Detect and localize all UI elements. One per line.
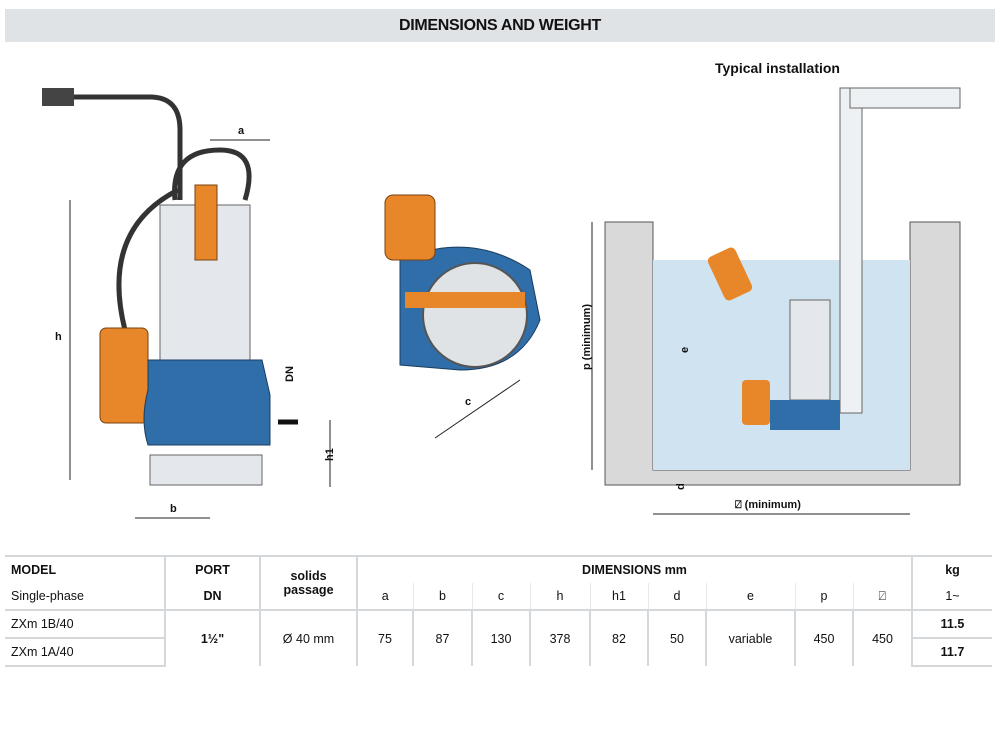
dim-p: 450 bbox=[794, 609, 853, 666]
dim-h1: 82 bbox=[589, 609, 648, 666]
kg-cell: 11.7 bbox=[911, 637, 992, 667]
label-d: d bbox=[675, 483, 687, 490]
label-dn: DN bbox=[284, 366, 296, 382]
col-h: h bbox=[529, 583, 590, 610]
solids-cell: Ø 40 mm bbox=[259, 609, 357, 666]
port-cell: 1½" bbox=[164, 609, 260, 666]
header-model-sub: Single-phase bbox=[11, 589, 84, 603]
dim-e: variable bbox=[705, 609, 795, 666]
header-port-sub: DN bbox=[164, 583, 260, 610]
model-cell: ZXm 1A/40 bbox=[5, 637, 165, 667]
dim-d: 50 bbox=[647, 609, 706, 666]
label-h1: h1 bbox=[324, 448, 336, 461]
header-kg-sub: 1~ bbox=[911, 583, 992, 610]
dim-b: 87 bbox=[412, 609, 472, 666]
label-p: p (minimum) bbox=[581, 304, 593, 370]
label-a: a bbox=[238, 125, 245, 137]
label-h: h bbox=[55, 331, 62, 343]
installation-view: p (minimum) e d ⍁ (minimum) bbox=[581, 87, 961, 515]
dim-c: 130 bbox=[471, 609, 530, 666]
header-kg: kg bbox=[911, 555, 992, 583]
label-c: c bbox=[465, 396, 471, 408]
col-b: b bbox=[412, 583, 472, 610]
dim-square: 450 bbox=[852, 609, 912, 666]
col-a: a bbox=[356, 583, 413, 610]
installation-title: Typical installation bbox=[715, 60, 840, 76]
col-p: p bbox=[794, 583, 853, 610]
col-c: c bbox=[471, 583, 530, 610]
col-square: ⍁ bbox=[852, 583, 912, 610]
col-e: e bbox=[705, 583, 795, 610]
header-model: MODEL bbox=[5, 555, 165, 583]
section-title: DIMENSIONS AND WEIGHT bbox=[5, 9, 995, 42]
label-e: e bbox=[679, 347, 691, 353]
model-cell: ZXm 1B/40 bbox=[5, 609, 165, 638]
table-row: ZXm 1A/40 11.7 bbox=[5, 637, 992, 667]
label-b: b bbox=[170, 503, 177, 515]
kg-cell: 11.5 bbox=[911, 609, 992, 638]
pump-front-view: h a b h1 DN bbox=[42, 88, 336, 519]
table-row: ZXm 1B/40 1½" Ø 40 mm 75 87 130 378 82 5… bbox=[5, 609, 992, 666]
technical-drawings: h a b h1 DN c bbox=[42, 87, 961, 519]
dim-a: 75 bbox=[356, 609, 413, 666]
dim-h: 378 bbox=[529, 609, 590, 666]
header-port: PORT bbox=[164, 555, 260, 583]
label-square: ⍁ (minimum) bbox=[735, 499, 801, 511]
col-d: d bbox=[647, 583, 706, 610]
header-dimensions: DIMENSIONS mm bbox=[356, 555, 912, 583]
col-h1: h1 bbox=[589, 583, 648, 610]
pump-top-view: c bbox=[384, 194, 541, 439]
